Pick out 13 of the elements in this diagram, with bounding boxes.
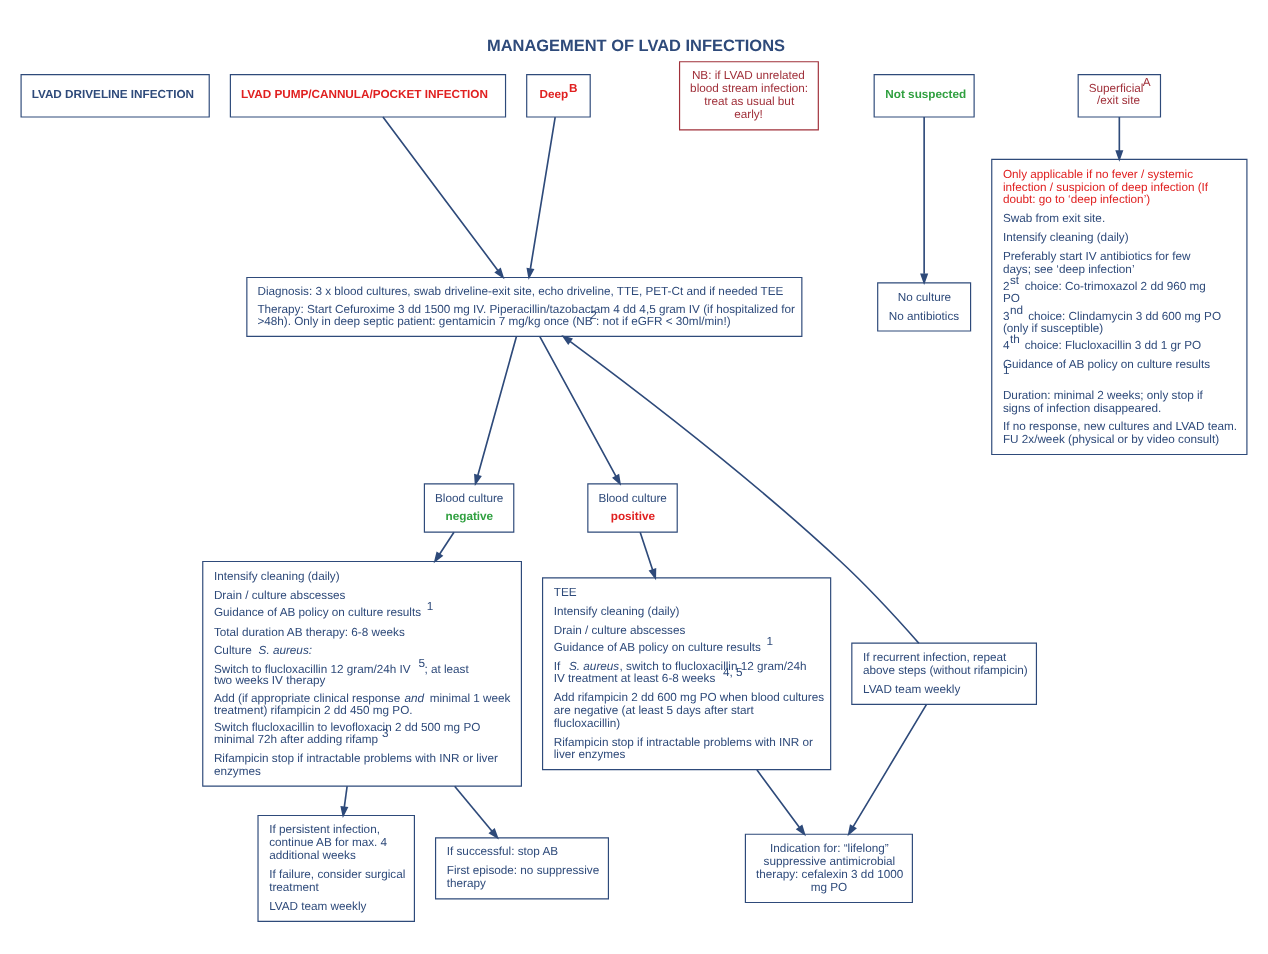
arrow: [433, 530, 455, 563]
arrow: [474, 334, 518, 486]
arrow: [382, 115, 505, 279]
arrow: [539, 334, 622, 485]
arrow: [453, 784, 499, 839]
arrow: [847, 702, 928, 836]
arrow: [639, 530, 657, 580]
arrow: [920, 115, 929, 285]
arrow: [526, 115, 556, 279]
arrow: [561, 333, 920, 643]
arrow: [1115, 115, 1124, 161]
arrow: [340, 784, 349, 817]
arrow: [756, 768, 806, 836]
